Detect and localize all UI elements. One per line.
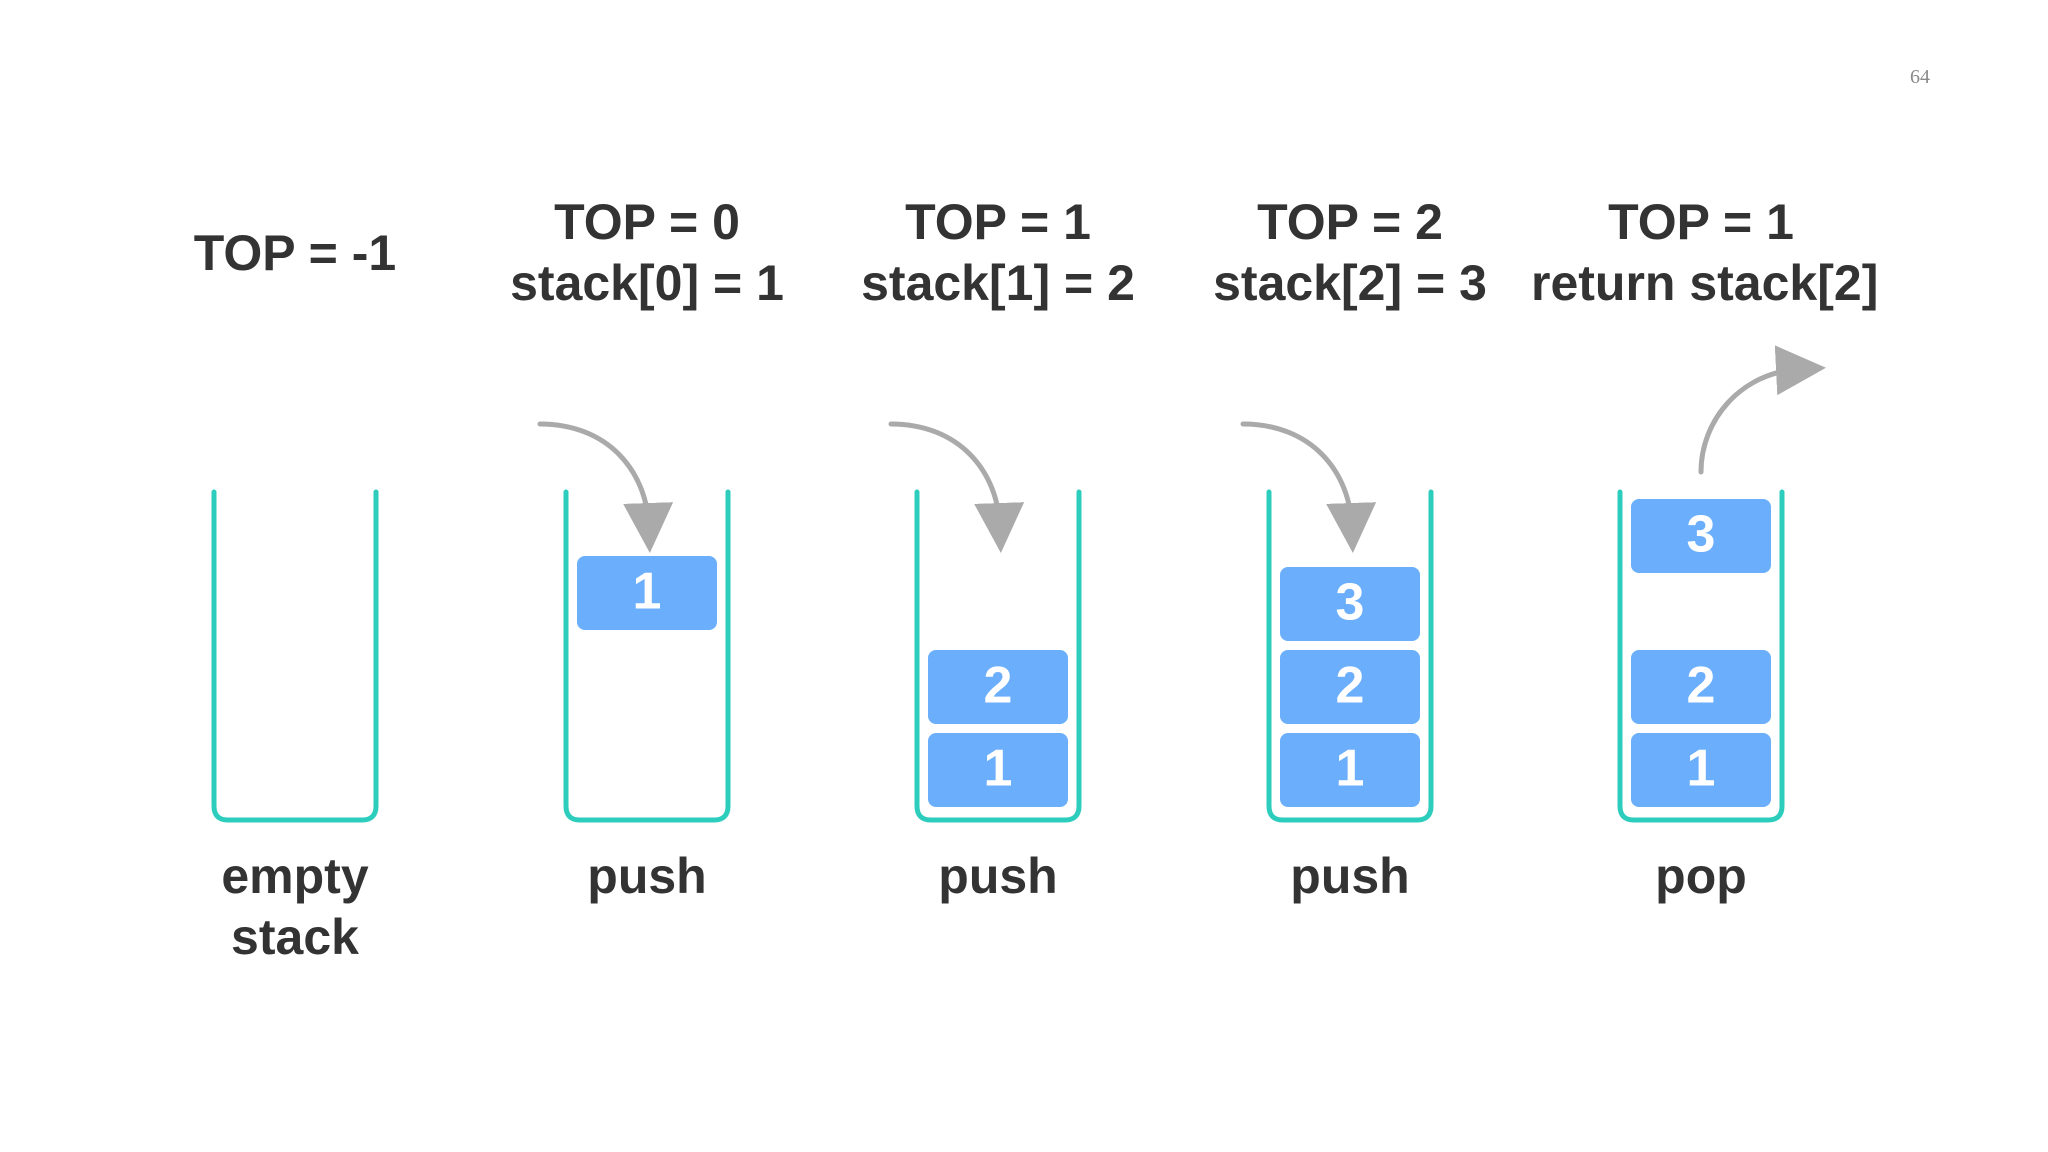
stack-frame-1 bbox=[211, 489, 379, 823]
stack-block-label: 3 bbox=[1336, 574, 1365, 632]
stack-block-label: 2 bbox=[984, 657, 1013, 715]
stack-block: 1 bbox=[1631, 733, 1771, 807]
stack-block-label: 1 bbox=[1687, 740, 1716, 798]
stack-block-label: 1 bbox=[984, 740, 1013, 798]
stack-container bbox=[563, 489, 731, 823]
stack-block: 2 bbox=[928, 650, 1068, 724]
stack-frame-4: 1 2 3 bbox=[1240, 421, 1434, 823]
stack-frame-5: 1 2 3 bbox=[1617, 345, 1826, 823]
stack-block-label: 1 bbox=[633, 563, 662, 621]
frame-caption-line: empty bbox=[221, 848, 369, 904]
stack-block-label: 1 bbox=[1336, 740, 1365, 798]
frame-title-line: stack[0] = 1 bbox=[510, 255, 784, 311]
frame-caption-line: push bbox=[938, 848, 1058, 904]
frame-title-line: TOP = -1 bbox=[193, 225, 397, 281]
frame-caption-line: pop bbox=[1655, 848, 1747, 904]
frame-title-1: TOP = -1 bbox=[125, 192, 465, 284]
stack-block-fill bbox=[1631, 499, 1771, 573]
frame-title-line: TOP = 1 bbox=[905, 194, 1091, 250]
push-arrow bbox=[537, 421, 674, 553]
stack-block-label: 2 bbox=[1687, 657, 1716, 715]
stack-block: 1 bbox=[928, 733, 1068, 807]
frame-caption-5: pop bbox=[1531, 846, 1871, 907]
stack-block-label: 2 bbox=[1336, 657, 1365, 715]
stack-block-fill bbox=[1280, 650, 1420, 724]
frame-title-line: stack[1] = 2 bbox=[861, 255, 1135, 311]
frame-title-line: return stack[2] bbox=[1531, 255, 1879, 311]
stack-block-fill bbox=[577, 556, 717, 630]
frame-title-line: stack[2] = 3 bbox=[1213, 255, 1487, 311]
stack-container bbox=[1617, 489, 1785, 823]
frame-title-line: TOP = 0 bbox=[554, 194, 740, 250]
stack-block: 2 bbox=[1631, 650, 1771, 724]
frame-title-line: TOP = 2 bbox=[1257, 194, 1443, 250]
stack-container bbox=[914, 489, 1082, 823]
stack-block: 1 bbox=[577, 556, 717, 630]
push-arrow bbox=[888, 421, 1025, 553]
frame-caption-2: push bbox=[477, 846, 817, 907]
frame-caption-line: push bbox=[1290, 848, 1410, 904]
push-arrow bbox=[1240, 421, 1377, 553]
frame-caption-3: push bbox=[828, 846, 1168, 907]
stack-block: 3 bbox=[1631, 499, 1771, 573]
stack-block-fill bbox=[1631, 650, 1771, 724]
stack-block: 3 bbox=[1280, 567, 1420, 641]
stack-block-fill bbox=[1280, 733, 1420, 807]
frame-title-line: TOP = 1 bbox=[1608, 194, 1794, 250]
stack-block: 1 bbox=[1280, 733, 1420, 807]
stack-block-fill bbox=[1631, 733, 1771, 807]
stack-block: 2 bbox=[1280, 650, 1420, 724]
stack-container bbox=[1266, 489, 1434, 823]
frame-caption-line: stack bbox=[231, 909, 359, 965]
stack-container bbox=[211, 489, 379, 823]
stack-block-fill bbox=[928, 650, 1068, 724]
stack-block-label: 3 bbox=[1687, 506, 1716, 564]
stack-frame-3: 12 bbox=[888, 421, 1082, 823]
frame-caption-4: push bbox=[1180, 846, 1520, 907]
stack-block-fill bbox=[1280, 567, 1420, 641]
frame-caption-line: push bbox=[587, 848, 707, 904]
pop-arrow bbox=[1698, 345, 1826, 475]
stack-frame-2: 1 bbox=[537, 421, 731, 823]
stack-block-fill bbox=[928, 733, 1068, 807]
page-number: 64 bbox=[1910, 66, 1930, 88]
